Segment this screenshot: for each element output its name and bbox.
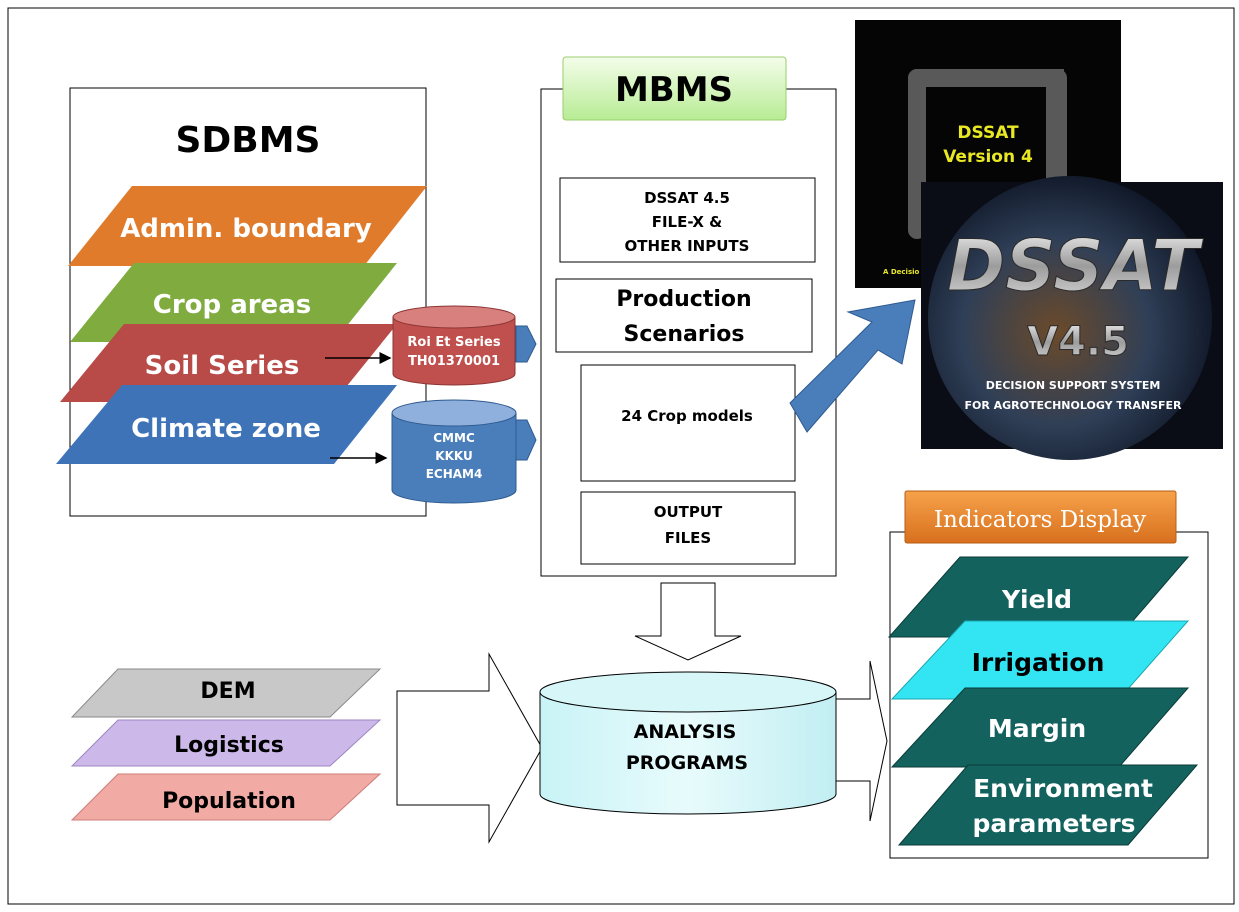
mbms-title: MBMS [615, 70, 733, 110]
indicator-margin: Margin [890, 687, 1190, 768]
arrow-dssat-to-models [789, 299, 916, 433]
indicators-title: Indicators Display [934, 507, 1146, 533]
dssat-v4-line1: DSSAT [957, 123, 1019, 143]
arrow-analysis-to-indicators [835, 660, 888, 822]
box-scenarios-line1: Production [616, 287, 751, 312]
indicator-margin-label: Margin [988, 714, 1086, 743]
layer-dem-label: DEM [200, 679, 255, 704]
dssat-v4-footer: A Decisio [883, 268, 920, 276]
box-crop-models-label: 24 Crop models [621, 407, 753, 425]
layer-crop-areas-label: Crop areas [153, 290, 311, 320]
soil-db-line1: Roi Et Series [407, 335, 500, 350]
climate-db-line3: ECHAM4 [426, 467, 483, 481]
box-dssat-inputs [559, 177, 816, 263]
layer-population-label: Population [162, 789, 296, 814]
indicator-irrigation: Irrigation [890, 620, 1190, 700]
layer-climate-zone: Climate zone [56, 385, 397, 464]
indicator-environment-line1: Environment [973, 774, 1153, 803]
box-production-scenarios [555, 278, 813, 353]
soil-database: Roi Et Series TH01370001 [392, 305, 516, 386]
layer-admin-boundary-label: Admin. boundary [120, 214, 372, 244]
dssat-v45-line2: FOR AGROTECHNOLOGY TRANSFER [964, 399, 1182, 412]
outer-border [7, 7, 1235, 905]
mbms-title-box [562, 56, 787, 121]
layer-dem: DEM [70, 668, 382, 718]
box-crop-models [580, 364, 796, 482]
dssat-v45-line1: DECISION SUPPORT SYSTEM [986, 379, 1161, 392]
indicator-environment-line2: parameters [972, 809, 1135, 838]
layer-logistics-label: Logistics [174, 733, 284, 758]
arrow-mbms-to-analysis [634, 582, 742, 661]
box-output-line1: OUTPUT [654, 503, 723, 521]
climate-db-line2: KKKU [435, 449, 472, 463]
arrow-layers-to-analysis [396, 652, 543, 844]
box-output-files [580, 491, 796, 565]
soil-db-line2: TH01370001 [408, 354, 500, 369]
box-output-line2: FILES [665, 529, 711, 547]
dssat-v45-splash: DSSAT V4.5 DECISION SUPPORT SYSTEM FOR A… [921, 176, 1223, 460]
dssat-v45-logo: DSSAT [947, 225, 1204, 307]
analysis-line2: PROGRAMS [626, 752, 748, 774]
arrow-soil-to-mbms [515, 325, 537, 363]
dssat-v45-version: V4.5 [1027, 319, 1129, 365]
indicators-title-box [904, 490, 1177, 544]
layer-soil-series-label: Soil Series [145, 351, 300, 381]
box-scenarios-line2: Scenarios [624, 322, 745, 347]
layer-crop-areas: Crop areas [70, 263, 397, 342]
arrow-climate-to-mbms [515, 419, 537, 461]
box-inputs-line2: FILE-X & [652, 213, 723, 231]
climate-db-line1: CMMC [433, 431, 475, 445]
indicator-irrigation-label: Irrigation [972, 648, 1105, 677]
sdbms-title: SDBMS [175, 120, 320, 161]
analysis-programs: ANALYSIS PROGRAMS [539, 671, 837, 815]
climate-database: CMMC KKKU ECHAM4 [391, 399, 517, 504]
layer-logistics: Logistics [70, 719, 382, 767]
layer-admin-boundary: Admin. boundary [68, 186, 427, 266]
indicator-yield-label: Yield [1001, 585, 1072, 614]
box-inputs-line1: DSSAT 4.5 [644, 189, 730, 207]
box-inputs-line3: OTHER INPUTS [625, 237, 750, 255]
analysis-line1: ANALYSIS [634, 721, 737, 743]
layer-climate-zone-label: Climate zone [131, 414, 321, 444]
dssat-v4-line2: Version 4 [943, 147, 1033, 167]
layer-soil-series: Soil Series [60, 324, 397, 402]
layer-population: Population [70, 773, 382, 821]
indicator-environment: Environment parameters [897, 764, 1199, 846]
